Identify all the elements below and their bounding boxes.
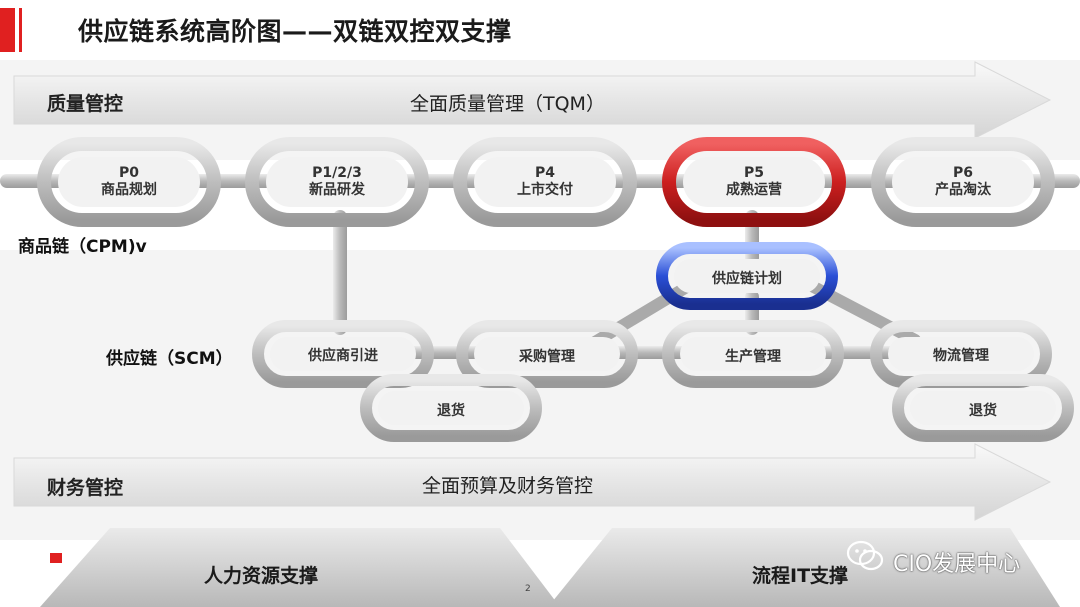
accent-bar-gap	[15, 8, 19, 52]
node-p6: P6 产品淘汰	[892, 165, 1034, 199]
node-return-2: 退货	[969, 403, 997, 419]
node-code: P6	[952, 165, 973, 181]
ring-p1	[245, 137, 429, 227]
node-name: 成熟运营	[726, 182, 782, 198]
product-chain-label: 商品链（CPM)v	[18, 237, 147, 257]
finance-arrow	[13, 443, 1052, 521]
hr-support-shape	[40, 528, 560, 607]
node-supply-plan: 供应链计划	[712, 271, 782, 287]
page-title: 供应链系统高阶图——双链双控双支撑	[78, 17, 512, 46]
page-number: 2	[525, 584, 531, 594]
finance-center-text: 全面预算及财务管控	[422, 475, 594, 497]
quality-arrow	[13, 61, 1052, 139]
node-code: P5	[743, 165, 764, 181]
ring-p6	[871, 137, 1055, 227]
node-p0: P0 商品规划	[58, 165, 200, 199]
node-name: 上市交付	[517, 182, 573, 198]
node-logistics: 物流管理	[933, 348, 989, 364]
node-code: P0	[118, 165, 139, 181]
finance-label: 财务管控	[47, 477, 124, 499]
node-name: 商品规划	[101, 182, 157, 198]
hr-support-label: 人力资源支撑	[204, 565, 319, 587]
it-support-label: 流程IT支撑	[752, 565, 849, 587]
watermark-text: CIO发展中心	[893, 552, 1021, 577]
supply-chain-label: 供应链（SCM）	[106, 349, 233, 369]
ring-p0	[37, 137, 221, 227]
node-p5: P5 成熟运营	[683, 165, 825, 199]
node-name: 产品淘汰	[935, 182, 991, 198]
wechat-icon	[846, 540, 884, 571]
node-name: 新品研发	[309, 182, 365, 198]
node-code: P4	[534, 165, 555, 181]
node-production: 生产管理	[725, 349, 781, 365]
node-return-1: 退货	[437, 403, 465, 419]
ring-p5	[662, 137, 846, 227]
it-support-shape	[548, 528, 1060, 607]
node-p1: P1/2/3 新品研发	[266, 165, 408, 199]
node-procurement: 采购管理	[519, 349, 575, 365]
ring-p4	[453, 137, 637, 227]
node-p4: P4 上市交付	[474, 165, 616, 199]
node-supplier-intro: 供应商引进	[308, 348, 378, 364]
quality-center-text: 全面质量管理（TQM）	[410, 93, 605, 115]
node-code: P1/2/3	[312, 165, 362, 181]
quality-label: 质量管控	[47, 93, 124, 115]
